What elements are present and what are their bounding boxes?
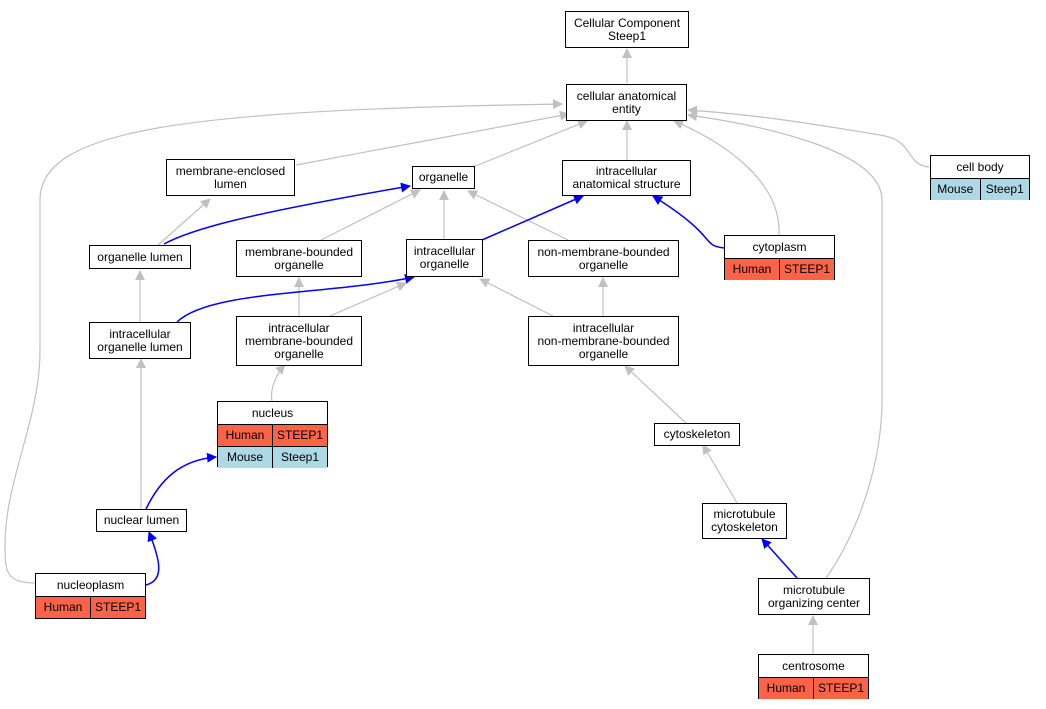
node-title: centrosome: [759, 655, 868, 678]
species-cell: Human: [759, 678, 813, 699]
node-title: nucleus: [218, 402, 327, 425]
gene-cell: Steep1: [979, 179, 1029, 200]
node-organelle-lumen[interactable]: organelle lumen: [89, 245, 191, 269]
species-cell: Mouse: [218, 447, 272, 468]
edge-imbo-io: [329, 281, 407, 317]
edge-mtoc-mtcyto: [761, 538, 798, 579]
species-cell: Mouse: [931, 179, 980, 200]
gene-cell: STEEP1: [272, 425, 327, 446]
node-title: cytoplasm: [725, 236, 834, 259]
edge-cytoskeleton-inmbo: [624, 365, 687, 424]
edge-nmbo-organelle: [467, 190, 569, 241]
species-cell: Human: [725, 259, 779, 280]
node-cytoplasm[interactable]: cytoplasm Human STEEP1: [724, 235, 835, 280]
annotation-row: Mouse Steep1: [218, 446, 327, 468]
node-title: nucleoplasm: [36, 574, 145, 597]
edge-cytoplasm-ias: [652, 195, 725, 249]
gene-cell: STEEP1: [90, 597, 145, 618]
edge-mtoc-cae: [687, 111, 883, 579]
annotation-row: Human STEEP1: [725, 259, 834, 280]
edge-ol-organelle: [163, 182, 411, 245]
edge-nucleus-imbo: [270, 364, 286, 402]
annotation-row: Human STEEP1: [759, 678, 868, 699]
edge-mtcyto-cytoskeleton: [702, 444, 738, 504]
node-membrane-enclosed-lumen[interactable]: membrane-enclosed lumen: [166, 159, 295, 196]
node-cytoskeleton[interactable]: cytoskeleton: [654, 423, 740, 446]
edge-mbo-organelle: [320, 189, 421, 241]
node-intracellular-organelle[interactable]: intracellular organelle: [406, 239, 483, 277]
node-non-membrane-bounded-organelle[interactable]: non-membrane-bounded organelle: [528, 240, 679, 277]
edge-ol-mel: [157, 198, 211, 246]
annotation-row: Human STEEP1: [36, 597, 145, 618]
node-intracellular-anatomical-structure[interactable]: intracellular anatomical structure: [562, 160, 691, 196]
gene-cell: STEEP1: [779, 259, 834, 280]
species-cell: Human: [218, 425, 272, 446]
annotation-row: Mouse Steep1: [931, 179, 1029, 200]
edge-cytoplasm-cae: [673, 119, 780, 236]
node-title: cell body: [931, 156, 1029, 179]
annotation-row: Human STEEP1: [218, 425, 327, 446]
edge-iol-io: [176, 273, 415, 323]
node-nucleus[interactable]: nucleus Human STEEP1 Mouse Steep1: [217, 401, 328, 468]
node-intracellular-membrane-bounded-organelle[interactable]: intracellular membrane-bounded organelle: [236, 316, 362, 366]
node-nuclear-lumen[interactable]: nuclear lumen: [96, 509, 187, 532]
node-membrane-bounded-organelle[interactable]: membrane-bounded organelle: [236, 240, 362, 277]
edge-mel-cae: [295, 110, 570, 166]
edge-nucleoplasm-nuclearlumen: [145, 531, 160, 586]
node-intracellular-non-membrane-bounded-organelle[interactable]: intracellular non-membrane-bounded organ…: [528, 316, 679, 366]
edge-nuclearlumen-nucleus: [145, 452, 217, 510]
edge-nucleoplasm-cae: [4, 99, 563, 584]
node-organelle[interactable]: organelle: [412, 166, 475, 189]
node-nucleoplasm[interactable]: nucleoplasm Human STEEP1: [35, 573, 146, 619]
node-centrosome[interactable]: centrosome Human STEEP1: [758, 654, 869, 699]
node-cell-body[interactable]: cell body Mouse Steep1: [930, 155, 1030, 200]
species-cell: Human: [36, 597, 90, 618]
node-cellular-anatomical-entity[interactable]: cellular anatomical entity: [566, 84, 687, 121]
edge-cellbody-cae: [687, 105, 930, 168]
edge-organelle-cae: [472, 119, 588, 168]
edge-io-ias: [481, 195, 584, 241]
node-cellular-component-root[interactable]: Cellular Component Steep1: [565, 11, 689, 48]
edge-inmbo-io: [479, 278, 554, 317]
gene-cell: Steep1: [272, 447, 327, 468]
node-intracellular-organelle-lumen[interactable]: intracellular organelle lumen: [89, 322, 191, 359]
node-microtubule-organizing-center[interactable]: microtubule organizing center: [758, 578, 870, 615]
node-microtubule-cytoskeleton[interactable]: microtubule cytoskeleton: [702, 503, 787, 539]
gene-cell: STEEP1: [813, 678, 868, 699]
